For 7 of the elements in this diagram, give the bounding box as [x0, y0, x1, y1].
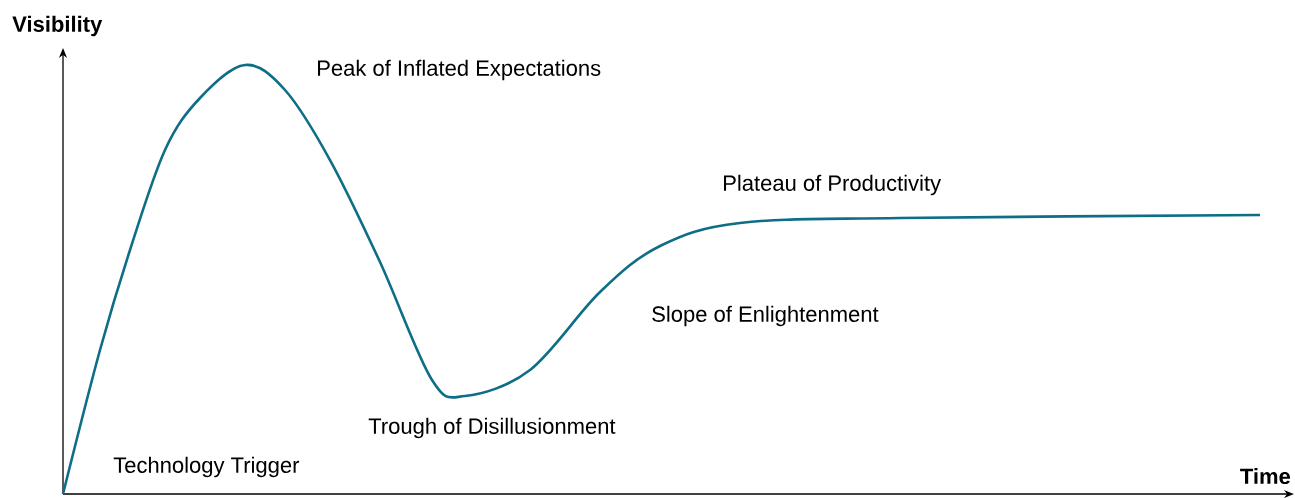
phase-label: Technology Trigger: [113, 456, 300, 478]
phase-label: Plateau of Productivity: [724, 174, 942, 196]
axis-label: Visibility: [12, 15, 103, 37]
phase-label: Trough of Disillusionment: [368, 417, 616, 439]
phase-label: Slope of Enlightenment: [652, 305, 879, 327]
axis-label: Time: [1240, 467, 1291, 485]
phase-label: Peak of Inflated Expectations: [318, 59, 601, 81]
